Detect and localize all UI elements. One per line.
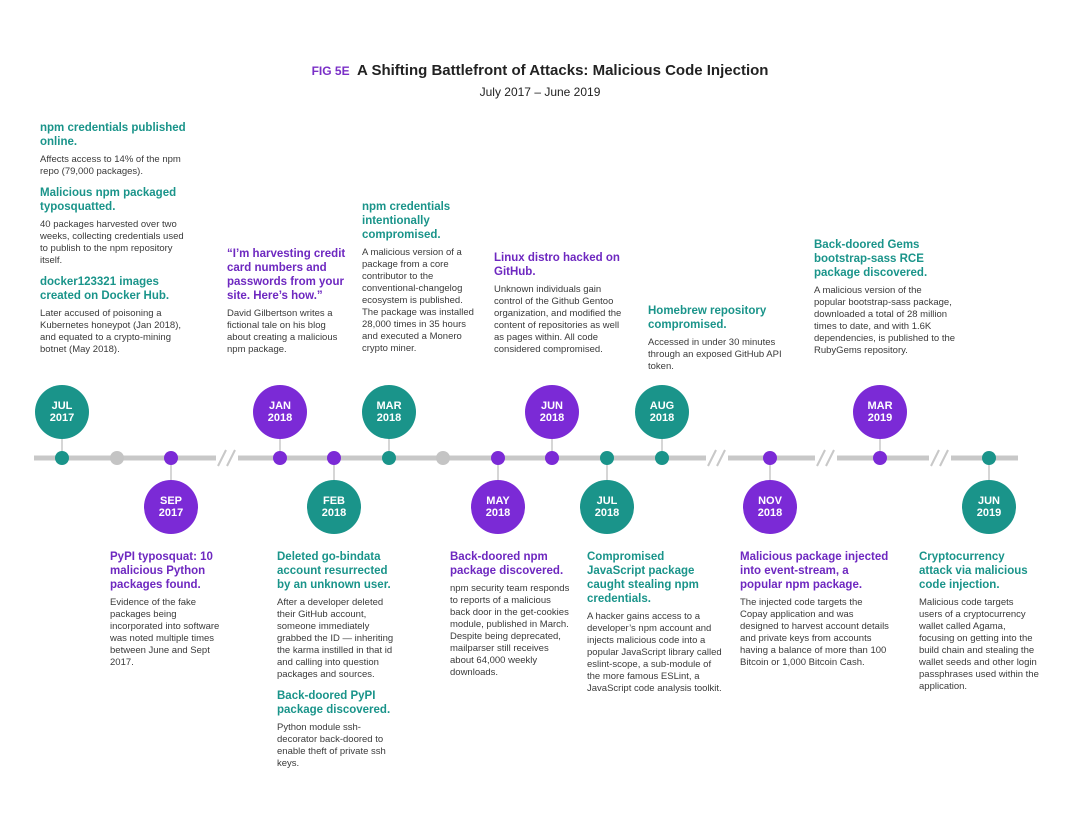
axis-breaks — [216, 449, 951, 467]
figure-label: FIG 5E — [311, 64, 350, 78]
event-sep2017: PyPI typosquat: 10 malicious Python pack… — [110, 550, 228, 669]
event-heading: Cryptocurrency attack via malicious code… — [919, 551, 1028, 591]
badge-year: 2018 — [649, 412, 675, 424]
badge-year: 2019 — [867, 412, 893, 424]
event-jul2018: Compromised JavaScript package caught st… — [587, 550, 722, 695]
event-body: A malicious version of a package from a … — [362, 247, 474, 354]
badge-month: FEB — [323, 495, 345, 507]
event-body: A hacker gains access to a developer’s n… — [587, 611, 722, 694]
event-heading: Homebrew repository compromised. — [648, 305, 767, 331]
node-mar2018 — [382, 451, 396, 465]
event-jun2018: Linux distro hacked on GitHub. Unknown i… — [494, 251, 624, 356]
event-mar2019: Back-doored Gems bootstrap-sass RCE pack… — [814, 238, 956, 357]
event-heading: Malicious package injected into event-st… — [740, 551, 889, 591]
event-jun2019: Cryptocurrency attack via malicious code… — [919, 550, 1039, 693]
badge-month: JUL — [51, 400, 73, 412]
figure-heading: A Shifting Battlefront of Attacks: Malic… — [357, 62, 769, 79]
badge-year: 2018 — [267, 412, 293, 424]
event-heading: Back-doored npm package discovered. — [450, 551, 564, 577]
event-body: npm security team responds to reports of… — [450, 583, 570, 678]
event-body: After a developer deleted their GitHub a… — [277, 597, 394, 680]
event-body: Later accused of poisoning a Kubernetes … — [40, 308, 182, 355]
event-heading: “I’m harvesting credit card numbers and … — [227, 248, 346, 302]
badge-year: 2018 — [485, 507, 511, 519]
event-body: David Gilbertson writes a fictional tale… — [227, 308, 338, 355]
event-heading: docker123321 images created on Docker Hu… — [40, 276, 170, 302]
node-nov2018 — [763, 451, 777, 465]
node-may2018 — [491, 451, 505, 465]
figure-title: FIG 5E A Shifting Battlefront of Attacks… — [0, 62, 1073, 80]
node-mar2019 — [873, 451, 887, 465]
badge-year: 2017 — [158, 507, 184, 519]
event-body: Evidence of the fake packages being inco… — [110, 597, 220, 668]
node-jan2018 — [273, 451, 287, 465]
node-jul2017 — [55, 451, 69, 465]
event-heading: Back-doored Gems bootstrap-sass RCE pack… — [814, 239, 928, 279]
badge-year: 2019 — [976, 507, 1002, 519]
event-heading: PyPI typosquat: 10 malicious Python pack… — [110, 551, 213, 591]
badge-month: MAY — [486, 495, 510, 507]
node-apr2018 — [436, 451, 450, 465]
event-heading: Malicious npm packaged typosquatted. — [40, 187, 177, 213]
event-mar2018: npm credentials intentionally compromise… — [362, 200, 474, 355]
badge-month: MAR — [376, 400, 402, 412]
event-may2018: Back-doored npm package discovered. npm … — [450, 550, 572, 679]
event-jan2018: “I’m harvesting credit card numbers and … — [227, 247, 349, 356]
event-heading: npm credentials published online. — [40, 122, 186, 148]
event-body: The injected code targets the Copay appl… — [740, 597, 889, 668]
badge-year: 2018 — [594, 507, 620, 519]
event-nov2018: Malicious package injected into event-st… — [740, 550, 890, 669]
event-heading: Compromised JavaScript package caught st… — [587, 551, 699, 605]
badge-year: 2018 — [321, 507, 347, 519]
badge-month: SEP — [159, 495, 182, 507]
event-body: Affects access to 14% of the npm repo (7… — [40, 154, 181, 177]
event-heading: Back-doored PyPI package discovered. — [277, 690, 391, 716]
badge-month: JUL — [596, 495, 618, 507]
node-jun2018 — [545, 451, 559, 465]
event-body: Python module ssh-decorator back-doored … — [277, 722, 386, 769]
badge-month: JUN — [540, 400, 563, 412]
event-heading: Deleted go-bindata account resurrected b… — [277, 551, 391, 591]
event-body: Accessed in under 30 minutes through an … — [648, 337, 782, 372]
event-heading: Linux distro hacked on GitHub. — [494, 252, 620, 278]
badge-month: JUN — [977, 495, 1000, 507]
node-sep2017 — [164, 451, 178, 465]
badge-year: 2018 — [376, 412, 402, 424]
node-aug2017 — [110, 451, 124, 465]
node-jul2018 — [600, 451, 614, 465]
node-feb2018 — [327, 451, 341, 465]
event-jul2017: npm credentials published online. Affect… — [40, 121, 190, 356]
badge-year: 2017 — [49, 412, 75, 424]
event-body: A malicious version of the popular boots… — [814, 285, 956, 356]
badge-month: JAN — [268, 400, 291, 412]
event-body: Malicious code targets users of a crypto… — [919, 597, 1039, 692]
node-aug2018 — [655, 451, 669, 465]
badge-month: AUG — [649, 400, 675, 412]
event-heading: npm credentials intentionally compromise… — [362, 201, 451, 241]
badge-month: MAR — [867, 400, 893, 412]
badge-month: NOV — [758, 495, 782, 507]
node-jun2019 — [982, 451, 996, 465]
event-body: 40 packages harvested over two weeks, co… — [40, 219, 184, 266]
event-feb2018: Deleted go-bindata account resurrected b… — [277, 550, 399, 770]
figure-subtitle: July 2017 – June 2019 — [479, 85, 601, 99]
event-aug2018: Homebrew repository compromised. Accesse… — [648, 304, 788, 373]
badge-year: 2018 — [539, 412, 565, 424]
event-body: Unknown individuals gain control of the … — [494, 284, 622, 355]
badge-year: 2018 — [757, 507, 783, 519]
